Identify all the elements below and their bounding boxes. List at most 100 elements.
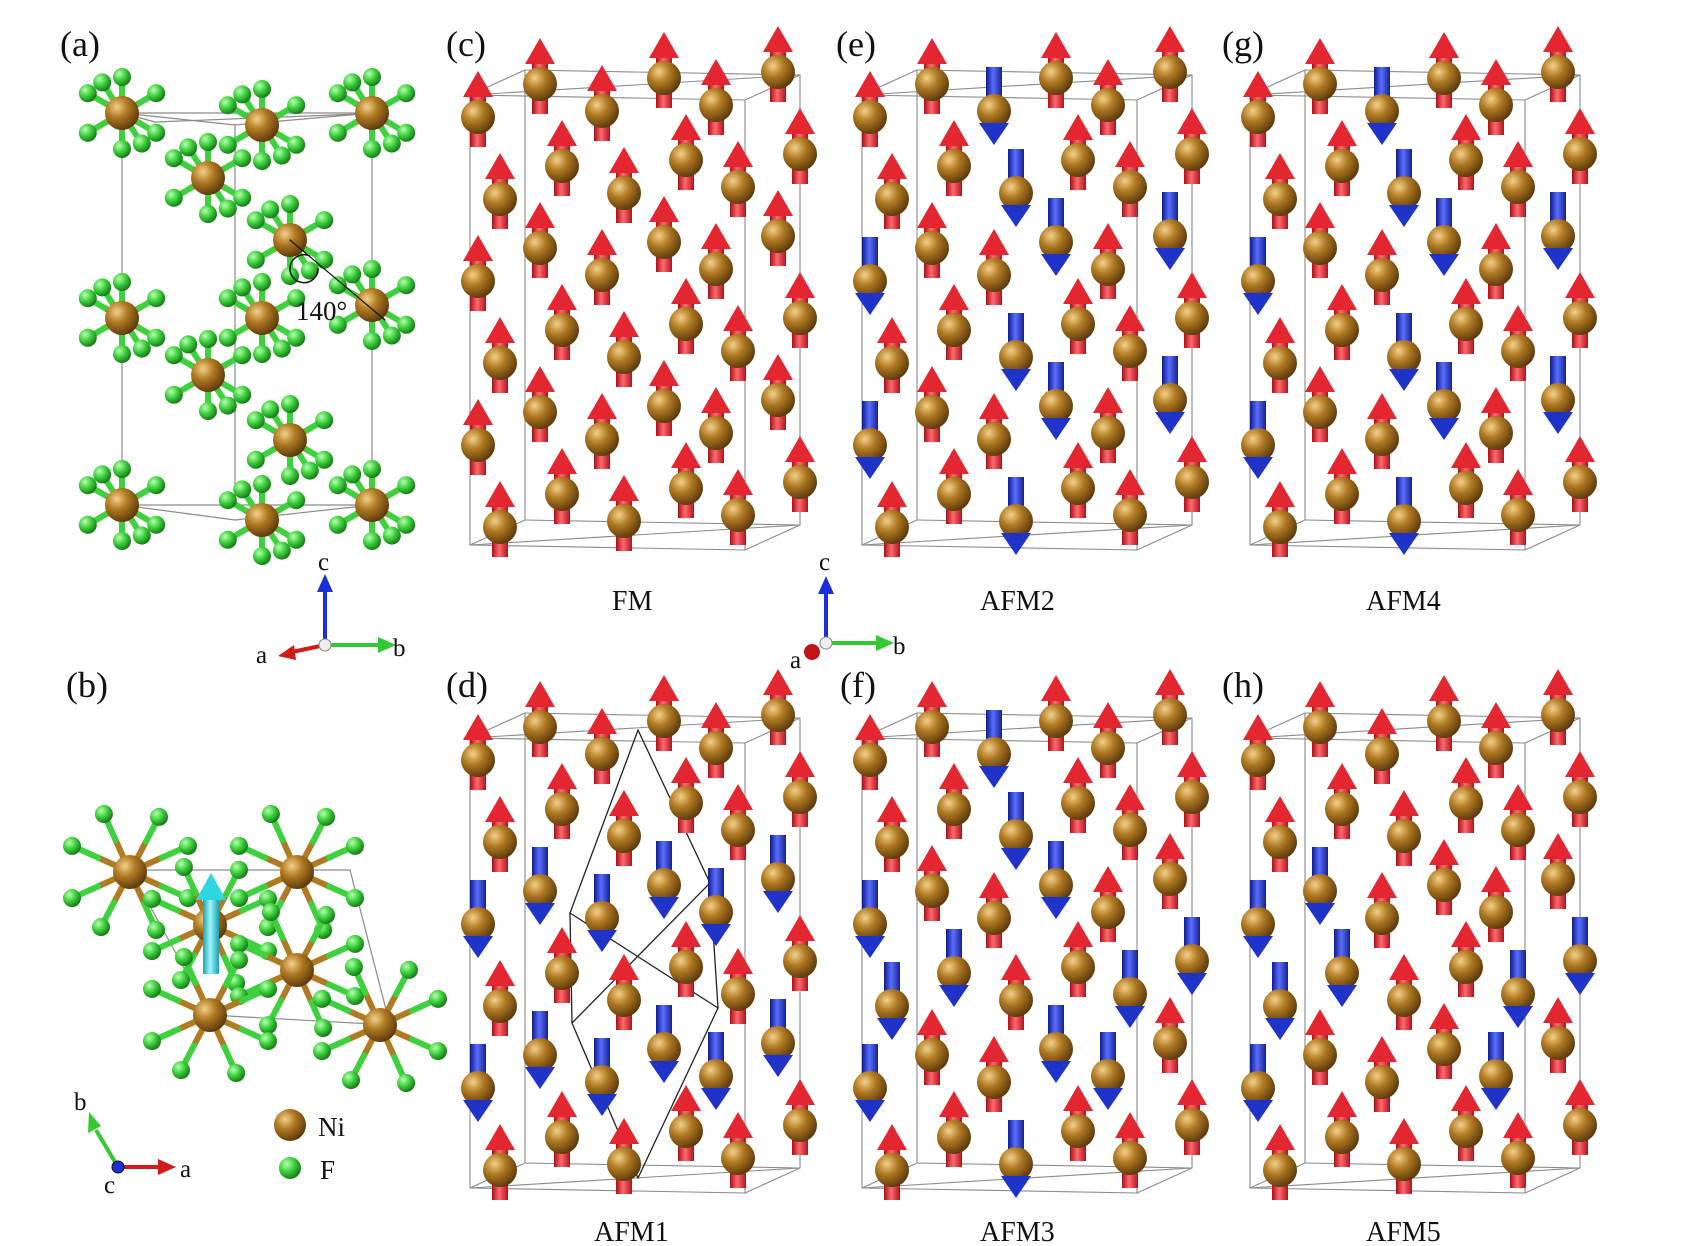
ni-atom: [191, 358, 225, 392]
spin-up-site: [1153, 669, 1187, 745]
f-atom: [143, 889, 161, 908]
ni-atom: [607, 819, 641, 853]
a-axis-arrowhead: [278, 645, 296, 660]
f-atom: [218, 135, 237, 154]
spin-up-site: [669, 114, 703, 190]
legend-ni-label: Ni: [318, 1112, 345, 1142]
f-atom: [363, 68, 381, 86]
spin-up-arrowhead: [1451, 1085, 1481, 1111]
ni-atom: [761, 55, 795, 89]
f-atom: [199, 402, 217, 420]
spin-up-site: [875, 153, 909, 229]
spin-up-site: [1325, 763, 1359, 839]
f-atom: [179, 889, 197, 908]
ni-atom: [191, 161, 225, 195]
f-atom: [113, 345, 131, 363]
spin-up-site: [783, 436, 817, 512]
ni-atom: [113, 855, 147, 889]
spin-up-arrowhead: [1327, 1091, 1357, 1117]
cell-edge: [861, 74, 1193, 96]
f-atom: [93, 73, 112, 92]
spin-down-site: [523, 847, 557, 925]
spin-up-arrowhead: [525, 202, 555, 228]
spin-up-arrowhead: [463, 399, 493, 425]
panel-d-structure: [461, 669, 817, 1200]
ni-atom: [1263, 1153, 1297, 1187]
spin-up-arrowhead: [1543, 997, 1573, 1023]
ni-atom: [783, 301, 817, 335]
spin-down-arrowhead: [763, 891, 793, 913]
spin-up-site: [585, 708, 619, 784]
ni-atom: [1479, 1059, 1513, 1093]
spin-up-site: [1061, 1085, 1095, 1161]
spin-up-arrowhead: [1155, 26, 1185, 52]
f-atom: [113, 532, 131, 550]
f-atom: [382, 526, 401, 545]
ni-atom: [1091, 895, 1125, 929]
ni-atom: [1449, 786, 1483, 820]
ni-atom: [999, 504, 1033, 538]
cell-edge: [916, 1162, 1193, 1169]
spin-down-site: [999, 313, 1033, 391]
spin-up-site: [1153, 26, 1187, 102]
spin-up-arrowhead: [547, 927, 577, 953]
spin-up-arrowhead: [1041, 675, 1071, 701]
spin-up-arrowhead: [1155, 997, 1185, 1023]
spin-up-arrowhead: [1543, 833, 1573, 859]
spin-up-site: [1501, 141, 1535, 217]
ni-atom: [1449, 307, 1483, 341]
ni-atom: [1263, 346, 1297, 380]
panel-a-label: (a): [60, 24, 100, 64]
c-axis-label: c: [104, 1172, 115, 1199]
f-atom: [63, 889, 81, 908]
spin-up-arrowhead: [1115, 469, 1145, 495]
f-atom: [397, 1074, 416, 1092]
ni-atom: [783, 1108, 817, 1142]
ni-atom: [937, 149, 971, 183]
ni-atom: [1325, 149, 1359, 183]
spin-down-arrowhead: [1243, 293, 1273, 315]
spin-up-arrowhead: [587, 65, 617, 91]
spin-up-arrowhead: [463, 71, 493, 97]
spin-down-arrowhead: [1155, 412, 1185, 434]
spin-down-site: [875, 962, 909, 1040]
axis-origin: [819, 636, 833, 650]
spin-up-arrowhead: [649, 360, 679, 386]
ni-atom: [545, 792, 579, 826]
f-atom: [363, 332, 381, 350]
spin-up-site: [1541, 997, 1575, 1073]
spin-up-site: [607, 311, 641, 387]
spin-down-arrowhead: [587, 930, 617, 952]
panel-f-label: (f): [840, 665, 876, 705]
ni-atom: [483, 182, 517, 216]
spin-up-site: [915, 1009, 949, 1085]
panel-e-label: (e): [836, 24, 876, 64]
f-atom: [218, 328, 237, 347]
ni-atom: [761, 1026, 795, 1060]
f-atom: [113, 273, 131, 291]
spin-up-site: [1175, 108, 1209, 184]
panel-e-config-name: AFM2: [980, 586, 1055, 617]
ni-atom: [523, 710, 557, 744]
spin-down-arrowhead: [1041, 897, 1071, 919]
spin-up-site: [1427, 32, 1461, 108]
spin-up-arrowhead: [1327, 284, 1357, 310]
spin-down-site: [999, 149, 1033, 227]
f-atom: [261, 400, 280, 419]
spin-up-arrowhead: [1115, 141, 1145, 167]
cell-edge: [1249, 74, 1581, 96]
f-atom: [272, 146, 291, 165]
spin-up-arrowhead: [979, 872, 1009, 898]
spin-up-site: [977, 393, 1011, 469]
spin-down-site: [999, 792, 1033, 870]
ni-atom: [1091, 88, 1125, 122]
spin-up-site: [1303, 38, 1337, 114]
a-axis-dot: [804, 644, 820, 660]
spin-down-arrowhead: [1481, 1088, 1511, 1110]
f-atom: [272, 339, 291, 358]
spin-up-site: [1563, 751, 1597, 827]
ni-atom: [699, 1059, 733, 1093]
ni-atom: [545, 1120, 579, 1154]
spin-up-arrowhead: [649, 675, 679, 701]
ni-atom: [363, 1008, 397, 1042]
